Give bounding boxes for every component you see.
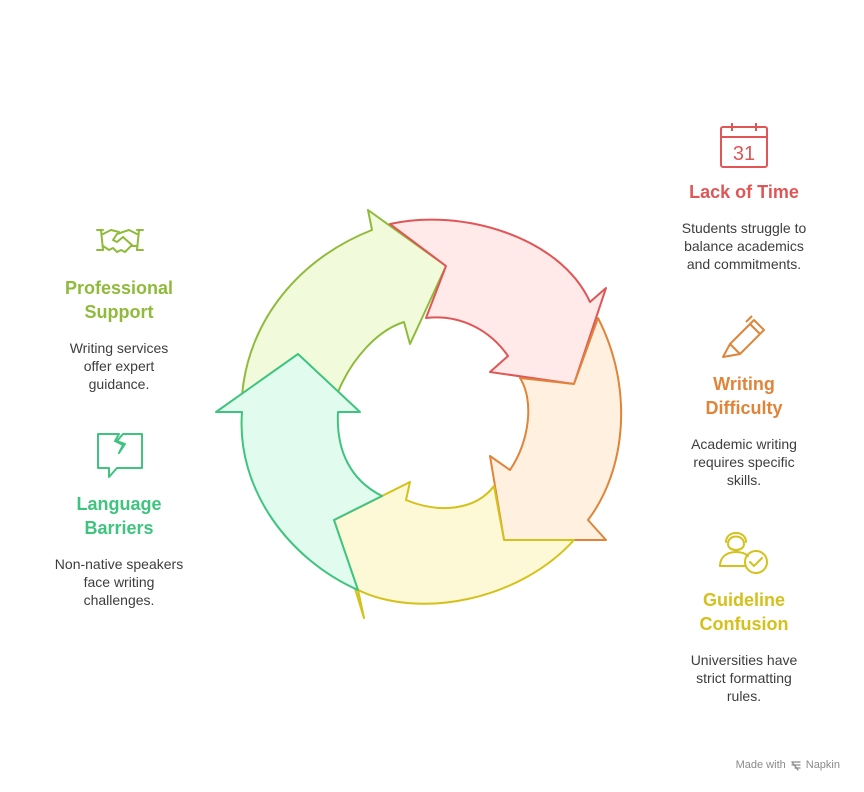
cycle-segment-professional-support bbox=[241, 209, 447, 397]
lack-of-time-desc: Students struggle to balance academics a… bbox=[681, 220, 807, 272]
napkin-logo-icon bbox=[791, 761, 801, 771]
guideline-confusion-desc: Universities have strict formatting rule… bbox=[690, 652, 798, 704]
cycle-segment-writing-difficulty bbox=[489, 317, 623, 541]
lack-of-time-title: Lack of Time bbox=[689, 182, 799, 202]
language-barriers-desc: Non-native speakers face writing challen… bbox=[54, 556, 184, 608]
person-check-icon bbox=[719, 532, 768, 574]
made-with-napkin-footer: Made with Napkin bbox=[736, 759, 840, 771]
handshake-icon bbox=[96, 229, 144, 253]
calendar-icon: 31 bbox=[720, 123, 768, 168]
made-with-label: Made with bbox=[735, 759, 786, 771]
cycle-segment-lack-of-time bbox=[389, 218, 607, 385]
writing-difficulty-desc: Academic writing requires specific skill… bbox=[691, 436, 797, 488]
language-barriers-title: Language Barriers bbox=[76, 494, 162, 538]
cycle-segment-guideline-confusion bbox=[333, 481, 575, 619]
calendar-date-text: 31 bbox=[733, 143, 755, 165]
professional-support-title: Professional Support bbox=[64, 278, 174, 322]
professional-support-desc: Writing services offer expert guidance. bbox=[69, 340, 169, 392]
guideline-confusion-title: Guideline Confusion bbox=[699, 590, 789, 634]
cycle-segment-language-barriers bbox=[215, 353, 383, 591]
broken-speech-bubble-icon bbox=[97, 433, 143, 478]
napkin-brand-label: Napkin bbox=[805, 759, 840, 771]
writing-difficulty-title: Writing Difficulty bbox=[705, 374, 783, 418]
pencil-icon bbox=[722, 315, 765, 358]
